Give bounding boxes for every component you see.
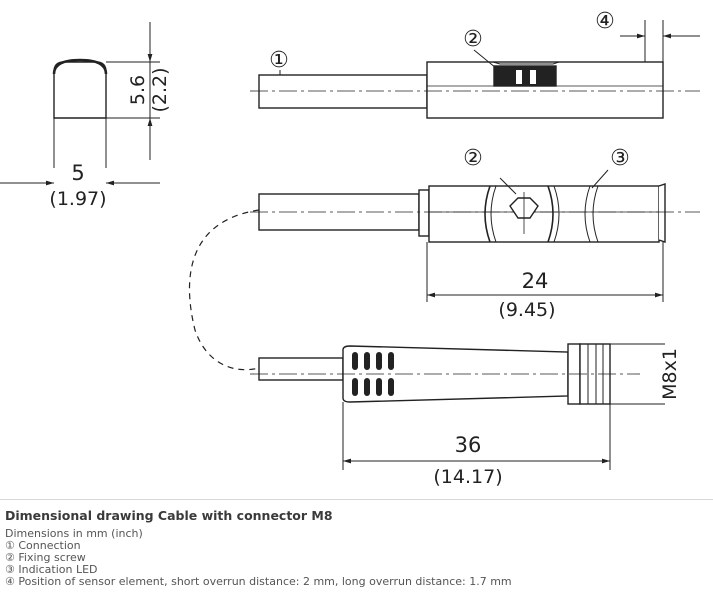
callout-fixing-screw-side: ② <box>463 146 483 171</box>
cross-section-view <box>0 22 160 186</box>
callout-fixing-screw-top: ② <box>463 27 483 52</box>
callout-sensor-position: ④ <box>595 9 615 34</box>
drawing-caption: Dimensional drawing Cable with connector… <box>0 499 713 601</box>
sensor-length-label: 24 <box>522 269 549 293</box>
height-dimension-inch-label: (2.2) <box>149 67 171 112</box>
dimensional-drawing: 5.6 (2.2) 5 (1.97) <box>0 9 700 488</box>
connector-view <box>250 343 665 470</box>
callout-indication-led: ③ <box>610 146 630 171</box>
caption-line-sensor-position: ④ Position of sensor element, short over… <box>5 575 512 588</box>
width-dimension-inch-label: (1.97) <box>49 188 106 210</box>
height-dimension-label: 5.6 <box>127 75 149 105</box>
thread-size-label: M8x1 <box>659 348 681 400</box>
caption-line-connection: ① Connection <box>5 539 81 552</box>
connector-length-label: 36 <box>455 433 482 457</box>
caption-line-units: Dimensions in mm (inch) <box>5 527 143 540</box>
sensor-side-view <box>250 169 700 302</box>
caption-title: Dimensional drawing Cable with connector… <box>5 508 333 523</box>
caption-line-indication-led: ③ Indication LED <box>5 563 98 576</box>
sensor-top-view <box>250 20 700 119</box>
connector-length-inch-label: (14.17) <box>433 466 502 488</box>
callout-connection: ① <box>269 48 289 73</box>
caption-line-fixing-screw: ② Fixing screw <box>5 551 86 564</box>
width-dimension-label: 5 <box>71 161 84 185</box>
sensor-length-inch-label: (9.45) <box>498 299 555 321</box>
cable-dashed-line <box>188 209 260 371</box>
